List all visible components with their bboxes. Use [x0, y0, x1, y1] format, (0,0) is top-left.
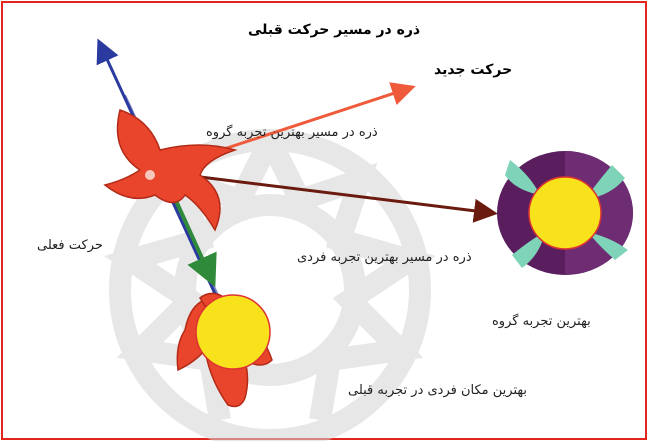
label-current-motion: حرکت فعلی — [37, 238, 103, 253]
label-previous-motion-path: ذره در مسیر حرکت قبلی — [248, 22, 421, 38]
arrow-group-best — [159, 170, 498, 223]
label-personal-best-path: ذره در مسیر بهترین تجربه فردی — [297, 250, 472, 265]
personal-best-marker — [176, 292, 273, 408]
label-group-best: بهترین تجربه گروه — [492, 314, 591, 329]
group-best-marker — [497, 151, 633, 275]
particle-bird-top — [103, 109, 238, 232]
label-new-motion: حرکت جدید — [434, 62, 513, 78]
label-personal-best-previous: بهترین مکان فردی در تجربه قبلی — [348, 383, 527, 398]
label-group-best-path: ذره در مسیر بهترین تجربه گروه — [206, 125, 378, 140]
